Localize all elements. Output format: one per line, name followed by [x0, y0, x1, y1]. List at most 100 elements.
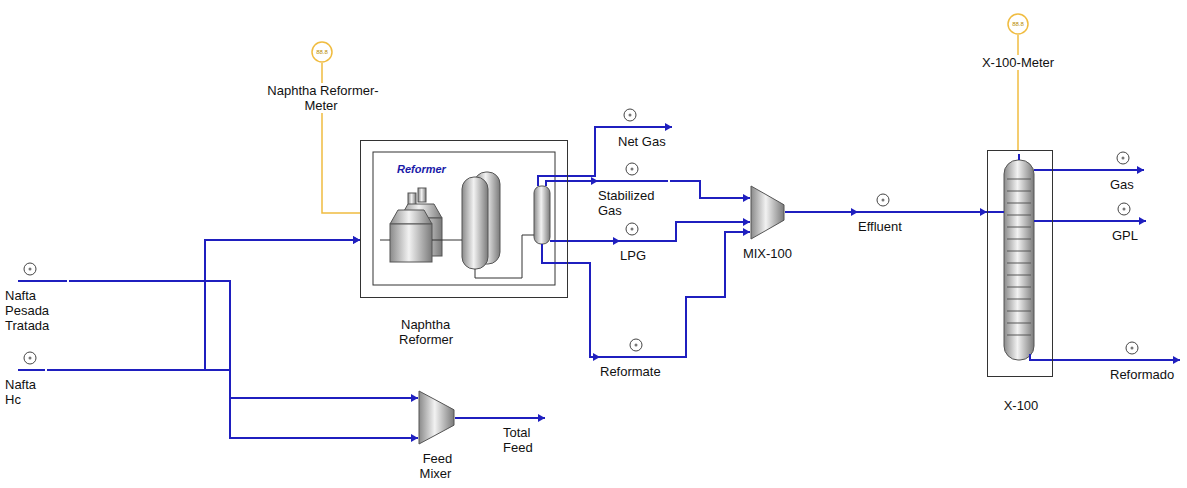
stream-connector [47, 236, 360, 370]
stream-circle [1117, 152, 1129, 164]
stream-marker [600, 336, 672, 362]
stream-dot [1122, 157, 1125, 160]
stream-circle [24, 352, 36, 364]
meter-label: X-100-Meter [980, 55, 1056, 70]
connector-line [672, 232, 750, 357]
stream-marker [503, 397, 545, 423]
stream-connector [660, 218, 750, 241]
stream-dot [629, 114, 632, 117]
stream-line [858, 211, 916, 213]
arrow-head [1139, 217, 1146, 225]
stream-node: Nafta Pesada Tratada [5, 260, 69, 333]
stream-node: Gas [1110, 149, 1144, 192]
reactor-symbol [462, 172, 500, 269]
stream-label: Reformado [1110, 367, 1174, 382]
stream-node: Stabilized Gas [598, 160, 670, 218]
arrow-head [743, 218, 750, 226]
stream-circle [624, 109, 636, 121]
stream-label: Reformate [600, 364, 661, 379]
connector-line [568, 263, 600, 357]
stream-circle [877, 194, 889, 206]
mixer-node: Feed Mixer [418, 390, 455, 445]
arrow-head [980, 208, 987, 216]
unit-box: ReformerNaphtha Reformer [360, 140, 568, 298]
mixer-label: Feed Mixer [420, 451, 454, 481]
stream-node: Net Gas [618, 106, 672, 149]
stream-connector [1053, 217, 1146, 225]
stream-node: Effluent [858, 191, 916, 234]
stream-label: GPL [1112, 228, 1138, 243]
stream-circle [1126, 342, 1138, 354]
stream-connector [69, 236, 360, 281]
stream-circle [24, 263, 36, 275]
stream-label: Stabilized Gas [598, 188, 670, 218]
furnace-symbol [390, 188, 442, 262]
stream-circle [630, 339, 642, 351]
stream-marker [5, 349, 47, 375]
stream-marker [618, 106, 672, 132]
stream-line [18, 280, 67, 282]
mixer-label: MIX-100 [741, 246, 794, 261]
stream-line [598, 180, 668, 182]
stream-marker [620, 220, 660, 246]
stream-connector [916, 208, 987, 216]
stream-label: Net Gas [618, 134, 666, 149]
arrow-head [353, 236, 360, 244]
arrow-head [591, 177, 598, 185]
stream-circle [626, 163, 638, 175]
mixer-shape [418, 390, 455, 445]
mixer-node: MIX-100 [750, 185, 785, 240]
stream-node: GPL [1112, 200, 1146, 243]
stream-connector [1053, 166, 1144, 174]
arrow-head [1173, 356, 1180, 364]
stream-label: Nafta Hc [5, 377, 47, 407]
connector-line [47, 240, 360, 370]
stream-connector [672, 228, 750, 357]
arrow-head [353, 236, 360, 244]
meter-node: 88.8X-100-Meter [1007, 13, 1029, 35]
meter-node: 88.8Naphtha Reformer-Meter [311, 41, 333, 63]
stream-dot [882, 199, 885, 202]
stream-marker [5, 260, 69, 286]
stream-marker [858, 191, 916, 217]
connector-line [1053, 359, 1180, 361]
arrow-head [538, 414, 545, 422]
stream-label: Total Feed [503, 425, 545, 455]
stream-marker [598, 160, 670, 186]
stream-dot [1123, 208, 1126, 211]
stream-node: Nafta Hc [5, 349, 47, 407]
arrow-head [613, 237, 620, 245]
arrow-head [1137, 166, 1144, 174]
connector-line [47, 370, 418, 438]
connector-line [916, 211, 987, 213]
stream-connector [69, 281, 418, 402]
stream-line [620, 240, 660, 242]
mixer-shape [750, 185, 785, 240]
stream-line [600, 356, 672, 358]
unit-box: X-100 [987, 150, 1053, 377]
stream-connector [47, 370, 418, 442]
unit-label-box: X-100 [984, 398, 1058, 413]
arrow-head [593, 353, 600, 361]
arrow-head [665, 123, 672, 131]
stream-circle [1118, 203, 1130, 215]
meter-label: Naphtha Reformer-Meter [265, 83, 378, 113]
stream-dot [635, 344, 638, 347]
meter-label-box: X-100-Meter [968, 55, 1068, 70]
stream-node: LPG [620, 220, 660, 263]
connector-line [1053, 220, 1146, 222]
arrow-head [743, 194, 750, 202]
connector-line [1017, 35, 1019, 150]
connector-line [568, 240, 620, 242]
stream-connector [1053, 356, 1180, 364]
arrow-head [411, 434, 418, 442]
unit-label: X-100 [1002, 398, 1041, 413]
meter-ring [1008, 14, 1028, 34]
stream-dot [631, 228, 634, 231]
connector-line [785, 211, 858, 213]
meter-ring [312, 42, 332, 62]
stream-node: Reformate [600, 336, 672, 379]
